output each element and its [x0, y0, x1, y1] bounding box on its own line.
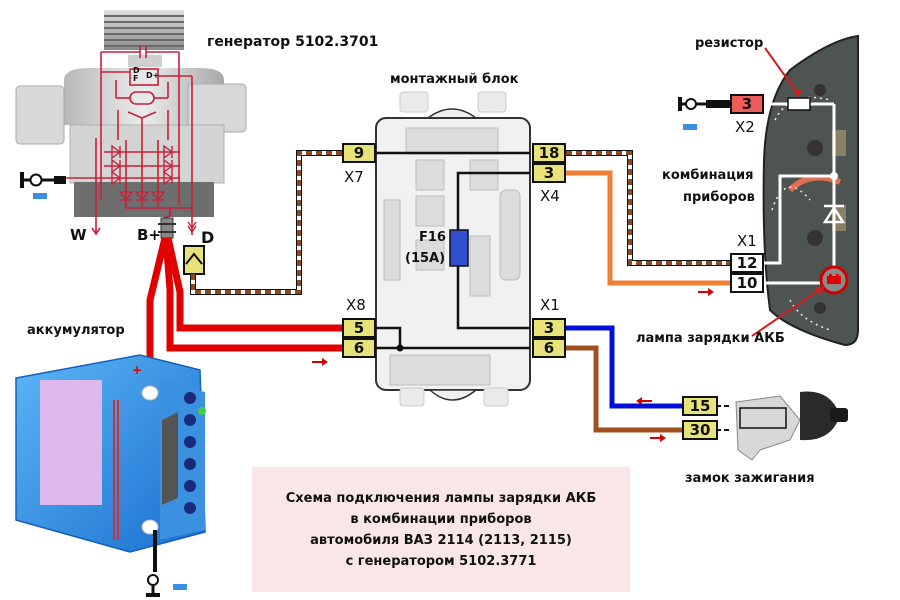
- cluster-x1-label: X1: [737, 232, 757, 250]
- caption-line: автомобиля ВАЗ 2114 (2113, 2115): [310, 532, 572, 548]
- cluster-ground: [678, 97, 730, 111]
- fuse-name: F16: [419, 230, 446, 245]
- cluster-label-line2: приборов: [683, 190, 755, 205]
- cluster-diode: [822, 204, 846, 224]
- x7-label: X7: [344, 168, 364, 186]
- generator-terminal-d: D: [201, 228, 215, 247]
- ignition-switch: [716, 391, 848, 461]
- cluster-x2-pin-3: 3: [730, 94, 764, 114]
- resistor-pointer: [764, 47, 799, 95]
- caption-line: в комбинации приборов: [350, 511, 532, 527]
- resistor: [787, 97, 811, 111]
- b-plus-stud: [158, 217, 176, 239]
- caption-line: Схема подключения лампы зарядки АКБ: [285, 490, 597, 506]
- diagram-caption: Схема подключения лампы зарядки АКБ в ко…: [252, 467, 630, 592]
- instrument-cluster: [678, 34, 859, 347]
- generator-terminal-bplus: B+: [137, 226, 162, 244]
- generator: [15, 10, 247, 275]
- ignition-pin-30: 30: [682, 420, 718, 440]
- lamp-pointer: [751, 287, 823, 337]
- ignition-switch-label: замок зажигания: [685, 471, 815, 486]
- current-direction-arrows: [312, 288, 714, 442]
- battery: +: [15, 354, 206, 597]
- cluster-x1-pin-10: 10: [730, 273, 764, 293]
- generator-label: генератор 5102.3701: [207, 34, 379, 50]
- cluster-label-line1: комбинация: [662, 168, 754, 183]
- wire-bplus-to-x8-5: [164, 237, 342, 332]
- lamp-pointer-head: [815, 286, 825, 295]
- block-x1-pin-6: 6: [532, 338, 566, 358]
- resistor-label: резистор: [695, 36, 764, 51]
- battery-minus-icon: [173, 584, 187, 590]
- wire-bplus-to-x8-6: [162, 237, 342, 352]
- d-connector: [183, 245, 205, 275]
- wire-x4-18-white: [566, 151, 730, 265]
- generator-pulley: [104, 10, 184, 67]
- generator-terminal-w: W: [70, 226, 87, 244]
- charge-lamp: [819, 265, 849, 295]
- x8-pin-6: 6: [342, 338, 376, 358]
- mounting-block-label: монтажный блок: [390, 72, 519, 87]
- d-terminal-arrow: [187, 221, 197, 234]
- wire-x4-18-stripe: [566, 151, 730, 265]
- fuse-f16: [449, 229, 469, 267]
- w-terminal-arrow: [91, 227, 101, 236]
- rectifier-diodes: [111, 144, 174, 202]
- junction-dot: [396, 344, 404, 352]
- cluster-circuit: [764, 102, 836, 285]
- x8-label: X8: [346, 296, 366, 314]
- x8-pin-5: 5: [342, 318, 376, 338]
- svg-text:+: +: [132, 363, 142, 377]
- x7-pin-9: 9: [342, 143, 376, 163]
- regulator-dplus-label: D+: [146, 71, 160, 80]
- wire-x1-3-to-ignition-15: [566, 325, 682, 409]
- cluster-ground-minus-icon: [683, 124, 697, 130]
- ignition-pin-15: 15: [682, 396, 718, 416]
- x4-label: X4: [540, 187, 560, 205]
- caption-line: с генератором 5102.3771: [345, 553, 537, 569]
- wire-d-to-x7-stripe: [191, 151, 342, 294]
- mounting-block: [375, 91, 531, 407]
- battery-label: аккумулятор: [27, 323, 125, 338]
- fuse-rating: (15A): [405, 251, 446, 266]
- cluster-x2-label: X2: [735, 118, 755, 136]
- charge-lamp-label: лампа зарядки АКБ: [636, 331, 785, 346]
- generator-ground: [20, 172, 66, 188]
- block-x1-label: X1: [540, 296, 560, 314]
- resistor-pointer-head: [793, 88, 802, 98]
- cluster-x1-pin-12: 12: [730, 253, 764, 273]
- block-x1-pin-3: 3: [532, 318, 566, 338]
- wire-x4-3-to-cluster-10: [566, 170, 730, 286]
- x4-pin-3: 3: [532, 163, 566, 183]
- x4-pin-18: 18: [532, 143, 566, 163]
- ground-minus-icon: [33, 193, 47, 199]
- wire-d-to-x7-white: [191, 151, 342, 294]
- generator-schematic: [62, 46, 193, 235]
- wire-x1-6-to-ignition-30: [566, 345, 682, 433]
